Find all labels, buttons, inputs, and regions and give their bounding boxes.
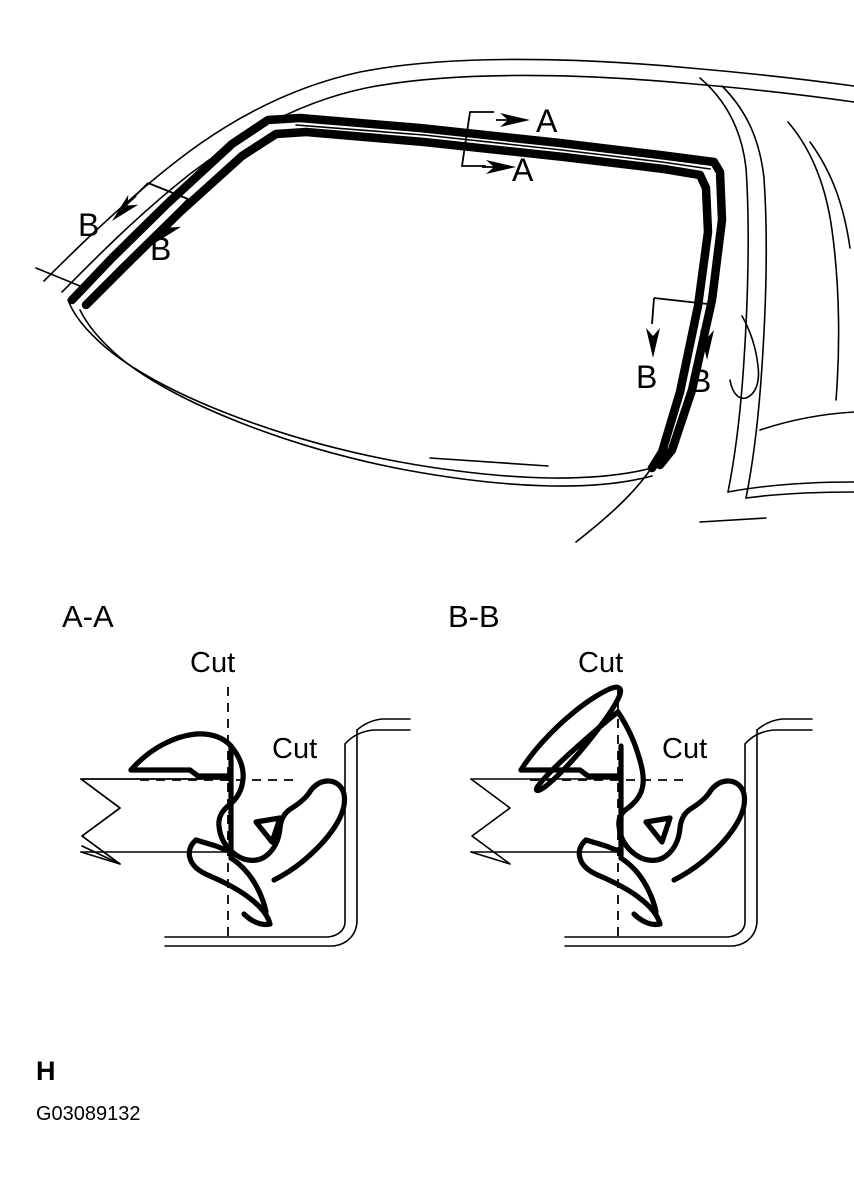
weatherstrip-inner-band <box>81 127 713 473</box>
section-b-break-zigzag <box>470 778 511 865</box>
weatherstrip-seam-line <box>295 124 711 170</box>
section-mark-label-a-bottom: A <box>512 152 534 188</box>
section-b-left-bracket-top <box>147 182 189 200</box>
section-mark-b-b-right: B B <box>636 297 714 399</box>
windshield-lower-edge-inner <box>79 309 653 487</box>
roof-inner-line <box>61 74 854 293</box>
figure-footer: H G03089132 <box>36 1056 141 1125</box>
bottom-marker-label: H <box>36 1056 56 1086</box>
section-view-b-b: B-B Cut Cut <box>448 599 813 947</box>
section-a-cut-label-lower: Cut <box>272 733 317 765</box>
section-b-upper-lip-underside <box>518 767 624 779</box>
section-mark-label-a-top: A <box>536 103 558 139</box>
section-a-right-retainer <box>271 778 348 883</box>
weatherstrip-outer-band <box>67 113 727 470</box>
section-a-triangular-void <box>253 815 283 845</box>
door-frame-line-2 <box>809 141 851 249</box>
section-b-body-panel-inner-top <box>744 729 813 745</box>
belt-line-right <box>727 481 854 493</box>
belt-line-right-inner <box>745 491 854 499</box>
section-a-upper-lip-underside <box>128 767 234 779</box>
section-b-body-panel-inner <box>564 743 746 938</box>
section-b-lower-lip-joint <box>583 837 624 855</box>
a-pillar-outer-body-line <box>699 77 749 493</box>
section-mark-a-a: A A <box>460 103 558 188</box>
figure-code-label: G03089132 <box>36 1103 141 1125</box>
section-a-lower-lip-tip <box>241 911 273 928</box>
section-b-right-bracket-top <box>653 297 709 305</box>
windshield-lower-edge-outer <box>67 299 653 479</box>
mirror-sail-shape <box>729 315 760 400</box>
section-mark-b-b-left: B B <box>78 182 189 267</box>
section-a-lower-lip-joint <box>193 837 234 855</box>
section-a-a-title: A-A <box>62 599 114 634</box>
section-mark-label-b-right-inner: B <box>690 363 711 399</box>
section-a-lower-lip-hook <box>186 837 273 927</box>
section-b-triangular-void <box>643 815 673 845</box>
section-a-cut-label-upper: Cut <box>190 647 235 679</box>
hood-line-left <box>35 267 81 287</box>
section-b-cut-label-upper: Cut <box>578 647 623 679</box>
section-b-right-bracket-right <box>705 303 709 331</box>
section-b-lower-core <box>618 855 659 915</box>
main-vehicle-view: A A B B <box>35 58 854 543</box>
section-b-cut-label-lower: Cut <box>662 733 707 765</box>
lower-quarter-line <box>759 411 854 431</box>
a-pillar-second-line <box>721 85 767 499</box>
section-a-body-panel-inner <box>164 743 346 938</box>
section-mark-label-b-left-outer: B <box>78 207 99 243</box>
section-b-core-bulb <box>615 709 714 863</box>
section-view-a-a: A-A Cut Cut <box>62 599 411 947</box>
lower-edge-detail-tick <box>429 457 549 467</box>
section-a-lower-core <box>228 855 269 915</box>
section-a-body-panel-inner-top <box>344 729 411 745</box>
section-mark-label-b-right-outer: B <box>636 359 657 395</box>
section-b-body-panel-outer <box>564 729 758 947</box>
section-a-leader-bracket <box>460 111 494 167</box>
section-a-body-panel-outer-top <box>356 718 411 731</box>
section-a-body-panel-outer <box>164 729 358 947</box>
section-b-lower-lip-tip <box>631 911 663 928</box>
cowl-detail-tick <box>699 517 767 523</box>
section-b-lower-lip-hook <box>576 837 663 927</box>
section-b-upper-v-lip <box>518 684 624 794</box>
section-b-b-title: B-B <box>448 599 500 634</box>
section-b-right-retainer <box>671 778 748 883</box>
section-b-left-bracket-down2 <box>165 198 189 223</box>
section-mark-label-b-left-inner: B <box>150 231 171 267</box>
section-a-break-zigzag <box>80 778 121 865</box>
cowl-curve <box>575 469 651 543</box>
section-b-right-outer-arrowhead <box>646 328 660 358</box>
section-b-right-bracket-left <box>651 297 655 325</box>
door-frame-line-1 <box>787 121 840 401</box>
section-b-body-panel-outer-top <box>756 718 813 731</box>
